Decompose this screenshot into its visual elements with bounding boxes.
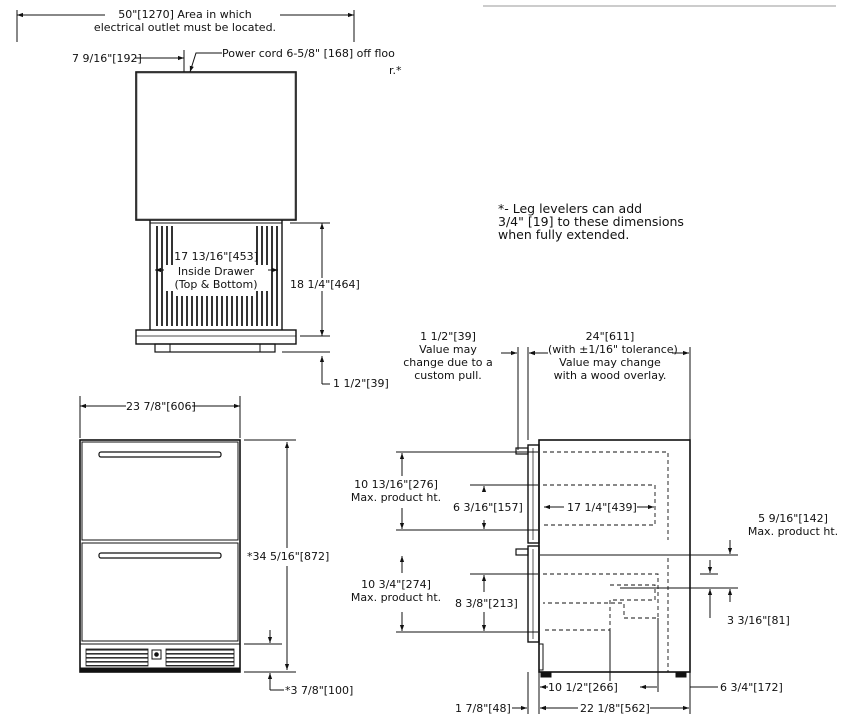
front-view [79,396,296,691]
power-cord-label: Power cord 6-5/8" [168] off floo [222,47,395,60]
front-width-label: 23 7/8"[606] [126,400,196,413]
drawer-depth-label: 18 1/4"[464] [290,278,360,291]
lower-drawer-height: 10 3/4"[274]Max. product ht. [344,578,448,604]
upper-inner-height: 6 3/16"[157] [453,501,523,514]
handle-depth-label: 1 1/2"[39] [333,377,389,390]
step-rise-label: 3 3/16"[81] [727,614,790,627]
upper-drawer-height: 10 13/16"[276]Max. product ht. [344,478,448,504]
cord-offset-label: 7 9/16"[192] [72,52,142,65]
front-offset-label: 1 7/8"[48] [455,702,511,715]
toe-kick-label: *3 7/8"[100] [285,684,354,697]
total-depth-note: 24"[611](with ±1/16" tolerance)Value may… [548,330,678,382]
lower-bin-depth: 10 1/2"[266] [548,681,618,694]
inside-drawer-label: Inside Drawer(Top & Bottom) [164,265,268,291]
power-cord-continuation: r.* [389,64,402,77]
side-view [396,347,738,714]
rear-offset-label: 6 3/4"[172] [720,681,783,694]
overall-depth-label: 22 1/8"[562] [580,702,650,715]
lower-inner-height: 8 3/8"[213] [455,597,518,610]
top-view [16,10,355,385]
upper-bin-depth: 17 1/4"[439] [567,501,637,514]
front-height-label: *34 5/16"[872] [247,550,330,563]
inside-drawer-width: 17 13/16"[453] [174,250,258,263]
step-max-height: 5 9/16"[142]Max. product ht. [747,512,839,538]
